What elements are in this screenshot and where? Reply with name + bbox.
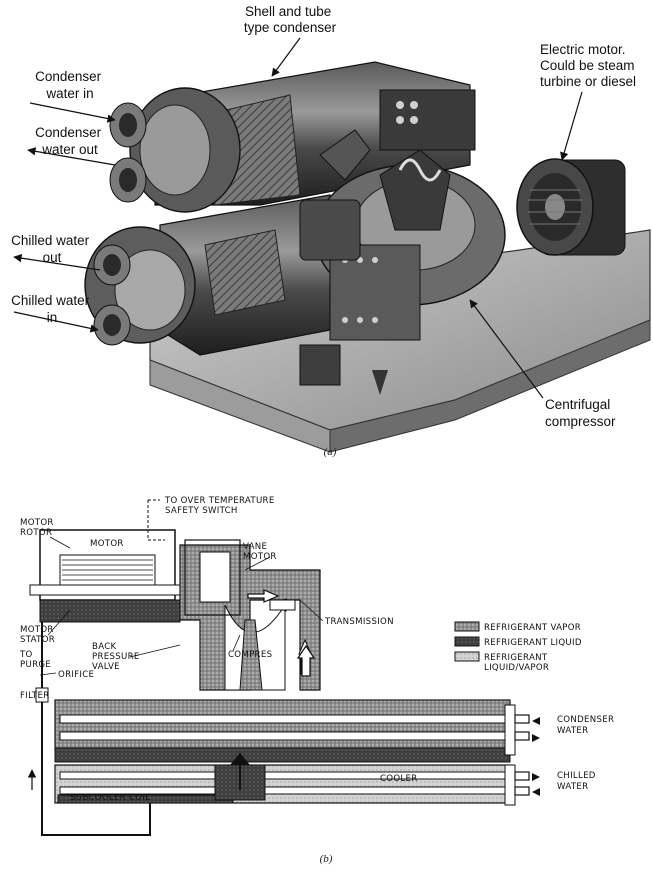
- legend-swatch-liquid: [454, 636, 480, 647]
- caption-b: (b): [320, 853, 333, 865]
- condenser-b: [54, 699, 516, 763]
- legend: REFRIGERANT VAPOR REFRIGERANT LIQUID REF…: [454, 621, 582, 673]
- legend-swatch-mix: [454, 651, 480, 662]
- label-compressor: COMPRES: [228, 650, 272, 660]
- arrow-condenser-out: [532, 734, 540, 742]
- label-orifice: ORIFICE: [58, 670, 94, 680]
- arrow-condenser-in: [532, 717, 540, 725]
- label-transmission: TRANSMISSION: [324, 617, 394, 627]
- legend-label-mix: REFRIGERANT LIQUID/VAPOR: [484, 653, 550, 673]
- centrifugal-compressor: [299, 129, 506, 341]
- label-over-temperature: TO OVER TEMPERATURE SAFETY SWITCH: [164, 496, 278, 516]
- label-condenser: Shell and tube type condenser: [244, 4, 337, 35]
- label-filter: FILTER: [20, 691, 50, 701]
- label-chilled-water: CHILLED WATER: [557, 771, 599, 792]
- label-condenser-water-in: Condenser water in: [35, 69, 105, 101]
- arrow-chilled-in: [532, 788, 540, 796]
- float-chamber: [214, 753, 266, 801]
- label-electric-motor: Electric motor. Could be steam turbine o…: [540, 42, 638, 89]
- filter-box: [35, 687, 49, 703]
- label-motor-rotor: MOTOR ROTOR: [20, 518, 57, 538]
- label-chilled-water-out: Chilled water out: [11, 233, 93, 265]
- caption-a: (a): [324, 446, 337, 458]
- leader-arrows-a: [13, 37, 583, 399]
- legend-swatch-vapor: [454, 621, 480, 632]
- compressor-section: [179, 539, 321, 691]
- motor-housing: [29, 529, 191, 623]
- illustration-a: Shell and tube type condenser Electric m…: [11, 4, 651, 458]
- label-motor-stator: MOTOR STATOR: [20, 625, 57, 645]
- label-condenser-water-out: Condenser water out: [35, 125, 105, 157]
- label-back-pressure-valve: BACK PRESSURE VALVE: [92, 642, 143, 672]
- arrow-chilled-out: [532, 773, 540, 781]
- label-cooler: COOLER: [380, 774, 418, 784]
- label-to-purge: TO PURGE: [19, 650, 51, 670]
- legend-label-vapor: REFRIGERANT VAPOR: [484, 623, 581, 633]
- water-nozzles: [514, 714, 530, 796]
- label-centrifugal-compressor: Centrifugal compressor: [545, 397, 616, 429]
- cooler-b: [54, 764, 516, 806]
- label-motor: MOTOR: [90, 539, 124, 549]
- schematic-b: REFRIGERANT VAPOR REFRIGERANT LIQUID REF…: [19, 496, 617, 865]
- electric-motor: [516, 158, 626, 256]
- label-subcooler-coil: SUBCOOLER COIL: [70, 793, 150, 803]
- condenser-water-box: [109, 87, 241, 213]
- label-condenser-water: CONDENSER WATER: [557, 715, 617, 736]
- cooler-shell: [84, 194, 331, 356]
- label-chilled-water-in: Chilled water in: [11, 293, 93, 325]
- label-vane-motor: VANE MOTOR: [243, 542, 277, 562]
- legend-label-liquid: REFRIGERANT LIQUID: [484, 638, 582, 648]
